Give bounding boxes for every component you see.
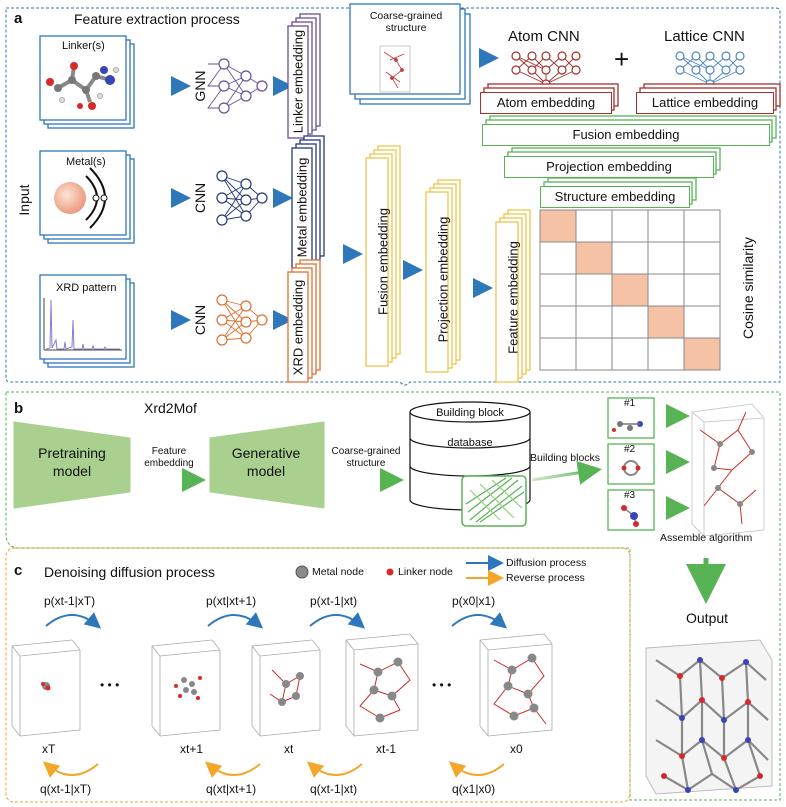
panel-b-title: Xrd2Mof	[144, 400, 197, 416]
xrd-pattern-plot	[43, 298, 122, 351]
bb2-label: #2	[624, 444, 636, 455]
atom-embedding-box: Atom embedding	[480, 92, 612, 114]
linker-embedding-stack	[287, 13, 321, 139]
state-xt-1-label: xt-1	[376, 742, 397, 756]
bb1-molecule-image	[612, 421, 643, 432]
state-xt+1-image	[174, 676, 202, 700]
cosine-similarity-label: Cosine similarity	[740, 237, 756, 339]
reverse-process-label: Reverse process	[506, 572, 585, 584]
lattice-embedding-box: Lattice embedding	[636, 92, 774, 114]
projection-embedding-stack-v	[425, 179, 461, 373]
atom-cnn-icon	[511, 51, 581, 89]
bb3-label: #3	[624, 490, 636, 501]
panel-a-letter: a	[14, 10, 23, 27]
cnn-xrd-network-icon	[216, 294, 268, 346]
diffusion-state-boxes	[11, 633, 553, 737]
generative-trapezoid	[209, 421, 325, 509]
state-xt-label: xt	[284, 742, 294, 756]
metal-label: Metal(s)	[66, 156, 106, 168]
panel-c-letter: c	[14, 562, 23, 579]
cnn-xrd-label: CNN	[192, 304, 208, 336]
database-label-2: database	[447, 437, 493, 449]
database-crystal-image	[465, 477, 525, 523]
ellipsis-1: • • •	[100, 678, 120, 692]
metal-embedding-label: Metal embedding	[294, 157, 310, 258]
coarse-grained-arrow-label: Coarse-grained structure	[331, 446, 401, 469]
xrd-label: XRD pattern	[56, 282, 117, 294]
panel-c-title: Denoising diffusion process	[44, 564, 215, 580]
state-x0-label: x0	[510, 742, 523, 756]
cnn-metal-label: CNN	[192, 182, 208, 214]
state-xt+1-label: xt+1	[180, 742, 204, 756]
diffusion-process-label: Diffusion process	[506, 557, 587, 569]
panel-b-border	[5, 391, 781, 801]
coarse-grained-image	[379, 45, 411, 93]
state-x0-image	[493, 653, 547, 725]
metal-embedding-stack	[291, 135, 325, 269]
linker-node-label: Linker node	[398, 566, 453, 578]
atom-cnn-label: Atom CNN	[508, 28, 580, 45]
building-blocks-label: Building blocks	[530, 452, 601, 464]
panel-c-border	[5, 547, 631, 803]
database-label-1: Building block	[436, 407, 504, 419]
structure-embedding-box: Structure embedding	[540, 186, 690, 208]
feature-embedding-v-label: Feature embedding	[505, 241, 521, 354]
gnn-network-icon	[207, 58, 268, 114]
lattice-cnn-icon	[675, 51, 745, 89]
assemble-algorithm-label: Assemble algorithm	[660, 532, 753, 544]
state-xt-1-image	[359, 657, 411, 723]
metal-node-label: Metal node	[312, 566, 364, 578]
xrd-embedding-label: XRD embedding	[290, 279, 306, 376]
plus-sign: +	[614, 44, 630, 74]
projection-embedding-v-label: Projection embedding	[435, 216, 451, 343]
metal-atom-image	[54, 167, 108, 229]
bb2-molecule-image	[621, 460, 641, 476]
ellipsis-2: • • •	[432, 678, 452, 692]
generative-label: Generative model	[231, 445, 301, 479]
panel-a-title: Feature extraction process	[74, 11, 240, 27]
linker-molecule-image	[46, 62, 119, 110]
linker-embedding-label: Linker embedding	[290, 29, 306, 134]
panel-a-border	[5, 7, 781, 386]
q-label-1: q(xt-1|xT)	[40, 782, 92, 796]
bb1-label: #1	[624, 398, 636, 409]
xrd-stack	[39, 274, 135, 368]
state-xT-image	[41, 682, 51, 691]
q-label-2: q(xt|xt+1)	[206, 782, 257, 796]
matrix-diagonal	[539, 209, 721, 371]
feature-embedding-stack-v	[495, 209, 531, 383]
coarse-grained-label: Coarse-grained structure	[369, 10, 443, 34]
assembled-framework-image	[691, 403, 765, 537]
q-label-4: q(x1|x0)	[452, 782, 496, 796]
input-label: Input	[16, 184, 32, 216]
panel-b-letter: b	[14, 400, 24, 417]
gnn-label: GNN	[192, 70, 208, 102]
state-xT-label: xT	[42, 742, 56, 756]
xrd-embedding-stack	[287, 259, 321, 383]
cnn-metal-network-icon	[216, 170, 268, 226]
projection-embedding-box: Projection embedding	[504, 156, 714, 178]
pretraining-label: Pretraining model	[38, 445, 106, 479]
p-label-4: p(x0|x1)	[452, 594, 496, 608]
output-label: Output	[686, 610, 729, 626]
p-label-2: p(xt|xt+1)	[206, 594, 257, 608]
feature-embedding-arrow-label: Feature embedding	[144, 446, 194, 469]
p-label-1: p(xt-1|xT)	[44, 594, 96, 608]
fusion-embedding-stack-v	[365, 145, 401, 367]
pretraining-trapezoid	[13, 421, 131, 509]
building-block-boxes	[607, 397, 655, 531]
fusion-embedding-v-label: Fusion embedding	[375, 208, 391, 315]
p-label-3: p(xt-1|xt)	[310, 594, 358, 608]
linker-label: Linker(s)	[62, 40, 105, 52]
metal-node-legend-icon	[295, 565, 309, 579]
output-mof-image	[645, 639, 773, 795]
q-label-3: q(xt-1|xt)	[310, 782, 358, 796]
state-xt-image	[269, 669, 304, 706]
fusion-embedding-box: Fusion embedding	[482, 124, 770, 146]
linker-node-legend-icon	[386, 568, 394, 576]
lattice-cnn-label: Lattice CNN	[664, 28, 745, 45]
coarse-grained-stack	[349, 3, 471, 105]
bb3-molecule-image	[621, 505, 639, 527]
